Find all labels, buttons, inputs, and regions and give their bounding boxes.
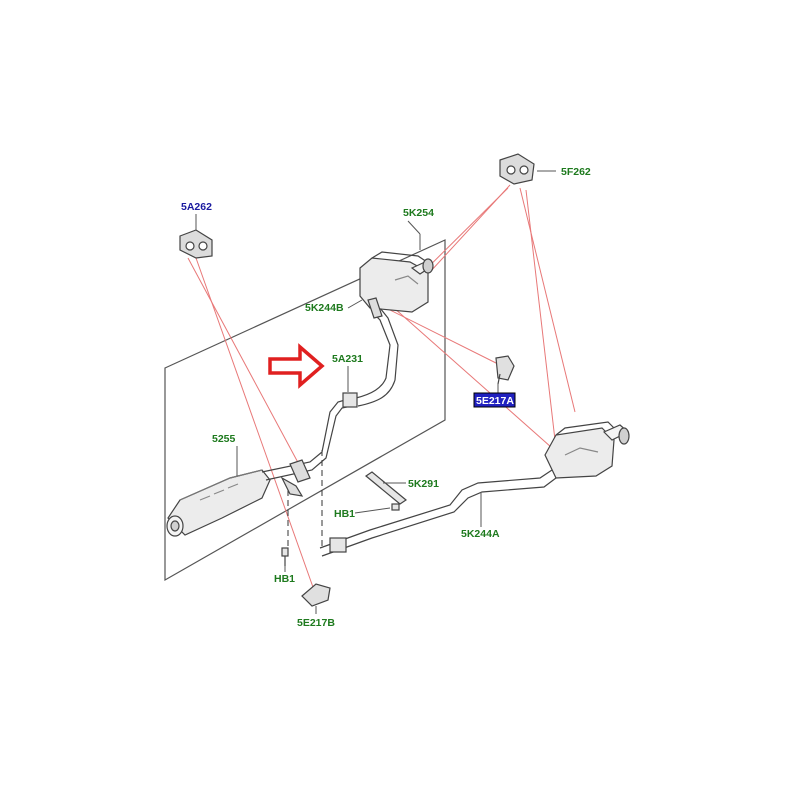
label-5a262: 5A262 — [181, 201, 212, 213]
front-silencer — [166, 469, 271, 537]
label-5k244a: 5K244A — [461, 528, 500, 540]
bracket-5e217a — [495, 355, 515, 385]
label-5e217a: 5E217A — [476, 395, 514, 407]
rear-muffler-left — [359, 251, 434, 319]
rear-right-pipe — [319, 469, 557, 557]
label-5255: 5255 — [212, 433, 236, 445]
label-5k254: 5K254 — [403, 207, 434, 219]
leader-lines — [187, 184, 576, 591]
heat-shield-strap — [364, 471, 408, 505]
label-hb1-left: HB1 — [274, 573, 295, 585]
label-tick-lines — [195, 170, 556, 614]
bolt-hb1-right — [391, 503, 400, 511]
label-hb1-right: HB1 — [334, 508, 355, 520]
front-pipe — [261, 307, 399, 497]
label-5f262: 5F262 — [561, 166, 591, 178]
rubber-insulator-left — [179, 229, 213, 259]
bolt-hb1-left — [281, 547, 289, 566]
highlight-arrow — [268, 343, 325, 389]
rubber-insulator-right — [499, 153, 535, 185]
alignment-dashes — [287, 450, 323, 548]
subassembly-frame — [164, 239, 446, 582]
label-5k291: 5K291 — [408, 478, 439, 490]
callout-box-5e217a — [473, 392, 516, 408]
label-5e217b: 5E217B — [297, 617, 335, 629]
rear-muffler-right — [544, 421, 630, 479]
bracket-5e217b — [301, 583, 331, 607]
label-5k244b: 5K244B — [305, 302, 344, 314]
label-5a231: 5A231 — [332, 353, 363, 365]
